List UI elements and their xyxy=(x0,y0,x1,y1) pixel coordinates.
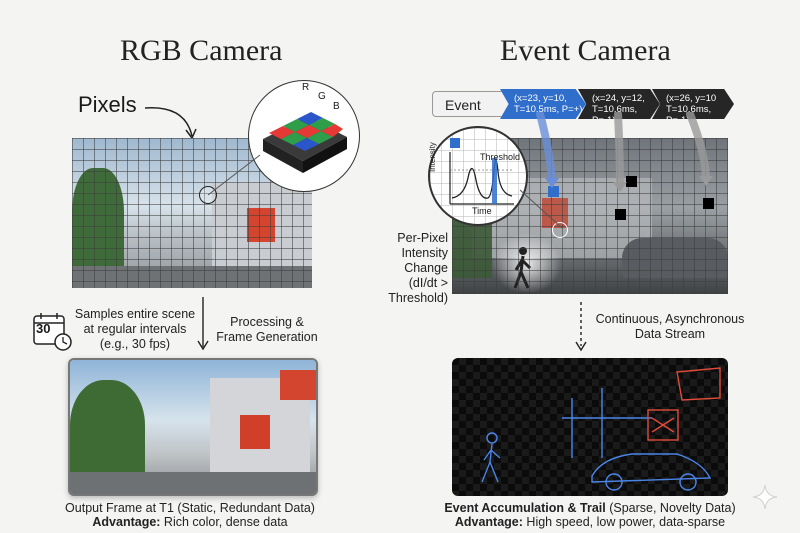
event-advantage: Advantage: High speed, low power, data-s… xyxy=(454,515,726,529)
sensor-letter-g: G xyxy=(318,91,326,102)
calendar-icon xyxy=(33,313,72,351)
output-caption: Output Frame at T1 (Static, Redundant Da… xyxy=(65,501,315,515)
sign-red xyxy=(240,415,270,449)
output-frame xyxy=(68,358,318,496)
down-arrow-right xyxy=(575,302,587,352)
event-pixel-positive xyxy=(548,186,559,197)
processing-text: Processing & Frame Generation xyxy=(216,315,318,344)
event-caption: Event Accumulation & Trail (Sparse, Nove… xyxy=(444,501,736,515)
street xyxy=(70,472,316,494)
rgb-camera-title: RGB Camera xyxy=(120,34,283,67)
rgb-advantage: Advantage: Rich color, dense data xyxy=(92,515,288,529)
event-label: Event xyxy=(432,91,514,117)
event-camera-title: Event Camera xyxy=(500,34,671,67)
event-pixel-negative-2 xyxy=(615,209,626,220)
stream-text: Continuous, Asynchronous Data Stream xyxy=(595,312,745,341)
calendar-number: 30 xyxy=(36,321,51,336)
intensity-curve xyxy=(449,152,514,205)
samples-text: Samples entire scene at regular interval… xyxy=(74,307,196,351)
per-pixel-text: Per-Pixel Intensity Change (dI/dt > Thre… xyxy=(388,231,448,305)
tree xyxy=(70,380,145,480)
event-arrows xyxy=(536,112,713,192)
bayer-sensor-illustration xyxy=(263,112,347,173)
event-pixel-negative-1 xyxy=(626,176,637,187)
inset-intensity-label: Intensity xyxy=(428,142,437,172)
event-pixel-negative-3 xyxy=(703,198,714,209)
inset-connector xyxy=(519,189,563,229)
sparkle-icon xyxy=(752,484,778,510)
event-accumulation-frame xyxy=(452,358,728,496)
sensor-letter-r: R xyxy=(302,82,310,93)
sensor-zoom-circle xyxy=(248,80,360,192)
inset-anchor-circle xyxy=(552,222,568,238)
inset-time-label: Time xyxy=(472,206,492,216)
inset-threshold-label: Threshold xyxy=(480,152,521,162)
roof-red xyxy=(280,370,316,400)
intensity-inset xyxy=(428,126,528,226)
event-trail-illustration xyxy=(481,367,721,491)
down-arrow-left xyxy=(197,297,209,351)
zoom-connector xyxy=(207,154,261,196)
sensor-letter-b: B xyxy=(333,101,340,112)
pixels-label: Pixels xyxy=(78,92,137,117)
rgb-scene xyxy=(72,138,312,288)
